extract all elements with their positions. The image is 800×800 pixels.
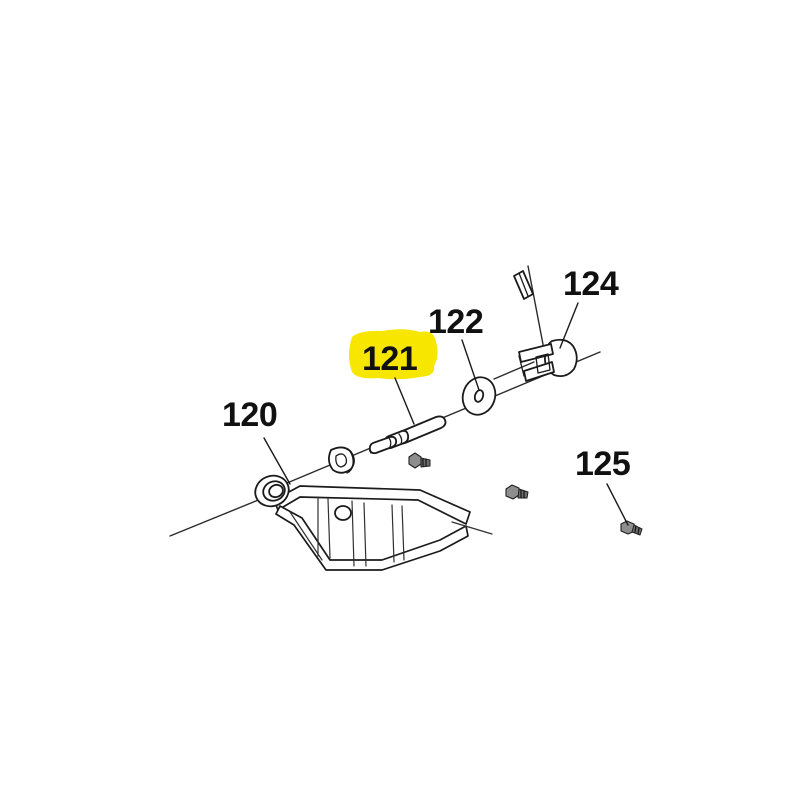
callout-leader-lines bbox=[263, 302, 629, 526]
hex-flange-screw-thread bbox=[634, 525, 640, 535]
bracket-diagonal-brace bbox=[289, 511, 323, 561]
clevis-axis-line bbox=[493, 361, 535, 380]
bracket-rib-6 bbox=[401, 505, 405, 561]
shaft-minor-section bbox=[368, 435, 398, 455]
roll-pin-seam bbox=[518, 272, 529, 297]
flat-washer-bore bbox=[473, 389, 485, 403]
bracket-rib-5 bbox=[391, 504, 395, 563]
stepped-pivot-shaft bbox=[368, 415, 447, 455]
roll-pin bbox=[513, 270, 534, 300]
hex-bolt-lower-shank bbox=[517, 488, 529, 499]
bracket-rib-3 bbox=[351, 500, 355, 567]
bracket-rib-2 bbox=[327, 498, 331, 559]
bracket-lower-web bbox=[275, 505, 469, 571]
hex-flange-screw bbox=[620, 520, 643, 536]
bracket-tail-edge bbox=[451, 521, 493, 535]
hex-bolt-lower-head bbox=[505, 484, 520, 500]
hex-bolt-upper-head bbox=[408, 452, 422, 469]
clevis-tine-back bbox=[518, 355, 525, 377]
roll-pin-axis-line bbox=[527, 265, 547, 361]
leader-120 bbox=[263, 437, 291, 485]
bracket-eyelet bbox=[254, 474, 290, 508]
callout-label-120: 120 bbox=[222, 396, 277, 434]
shaft-end-cap bbox=[368, 444, 372, 454]
leader-125 bbox=[606, 483, 629, 526]
callout-label-122: 122 bbox=[428, 303, 483, 341]
hex-bolt-lower bbox=[505, 484, 529, 500]
spacer-bushing bbox=[328, 446, 355, 474]
highlight-121-shape bbox=[349, 329, 438, 380]
hex-flange-screw-shank bbox=[631, 524, 643, 536]
shaft-step-line-2 bbox=[388, 437, 392, 448]
flat-washer bbox=[461, 376, 497, 416]
shaft-step-line bbox=[398, 433, 403, 445]
leader-122 bbox=[461, 339, 480, 391]
clevis-tine-lower bbox=[523, 361, 555, 382]
callout-label-121: 121 bbox=[362, 340, 417, 378]
control-arm-bracket bbox=[273, 485, 493, 571]
bracket-upper-rail bbox=[273, 485, 471, 525]
leader-124 bbox=[559, 302, 579, 349]
callout-label-124: 124 bbox=[563, 265, 619, 303]
spacer-bushing-flange bbox=[346, 448, 354, 474]
callout-labels: 120 121 122 124 125 bbox=[222, 265, 631, 483]
highlight-121 bbox=[349, 329, 438, 380]
leader-121 bbox=[394, 377, 415, 425]
spacer-bushing-bore bbox=[335, 453, 348, 468]
bracket-eyelet-bore bbox=[268, 483, 284, 499]
hex-bolt-upper-thread bbox=[422, 458, 427, 467]
clevis-fork-end bbox=[518, 338, 578, 382]
callout-label-125: 125 bbox=[575, 445, 630, 483]
clevis-web bbox=[535, 353, 551, 374]
hex-bolt-upper bbox=[408, 452, 431, 469]
bracket-boss bbox=[334, 505, 352, 521]
hex-bolt-lower-thread bbox=[520, 489, 525, 499]
bracket-rib-4 bbox=[363, 502, 367, 567]
